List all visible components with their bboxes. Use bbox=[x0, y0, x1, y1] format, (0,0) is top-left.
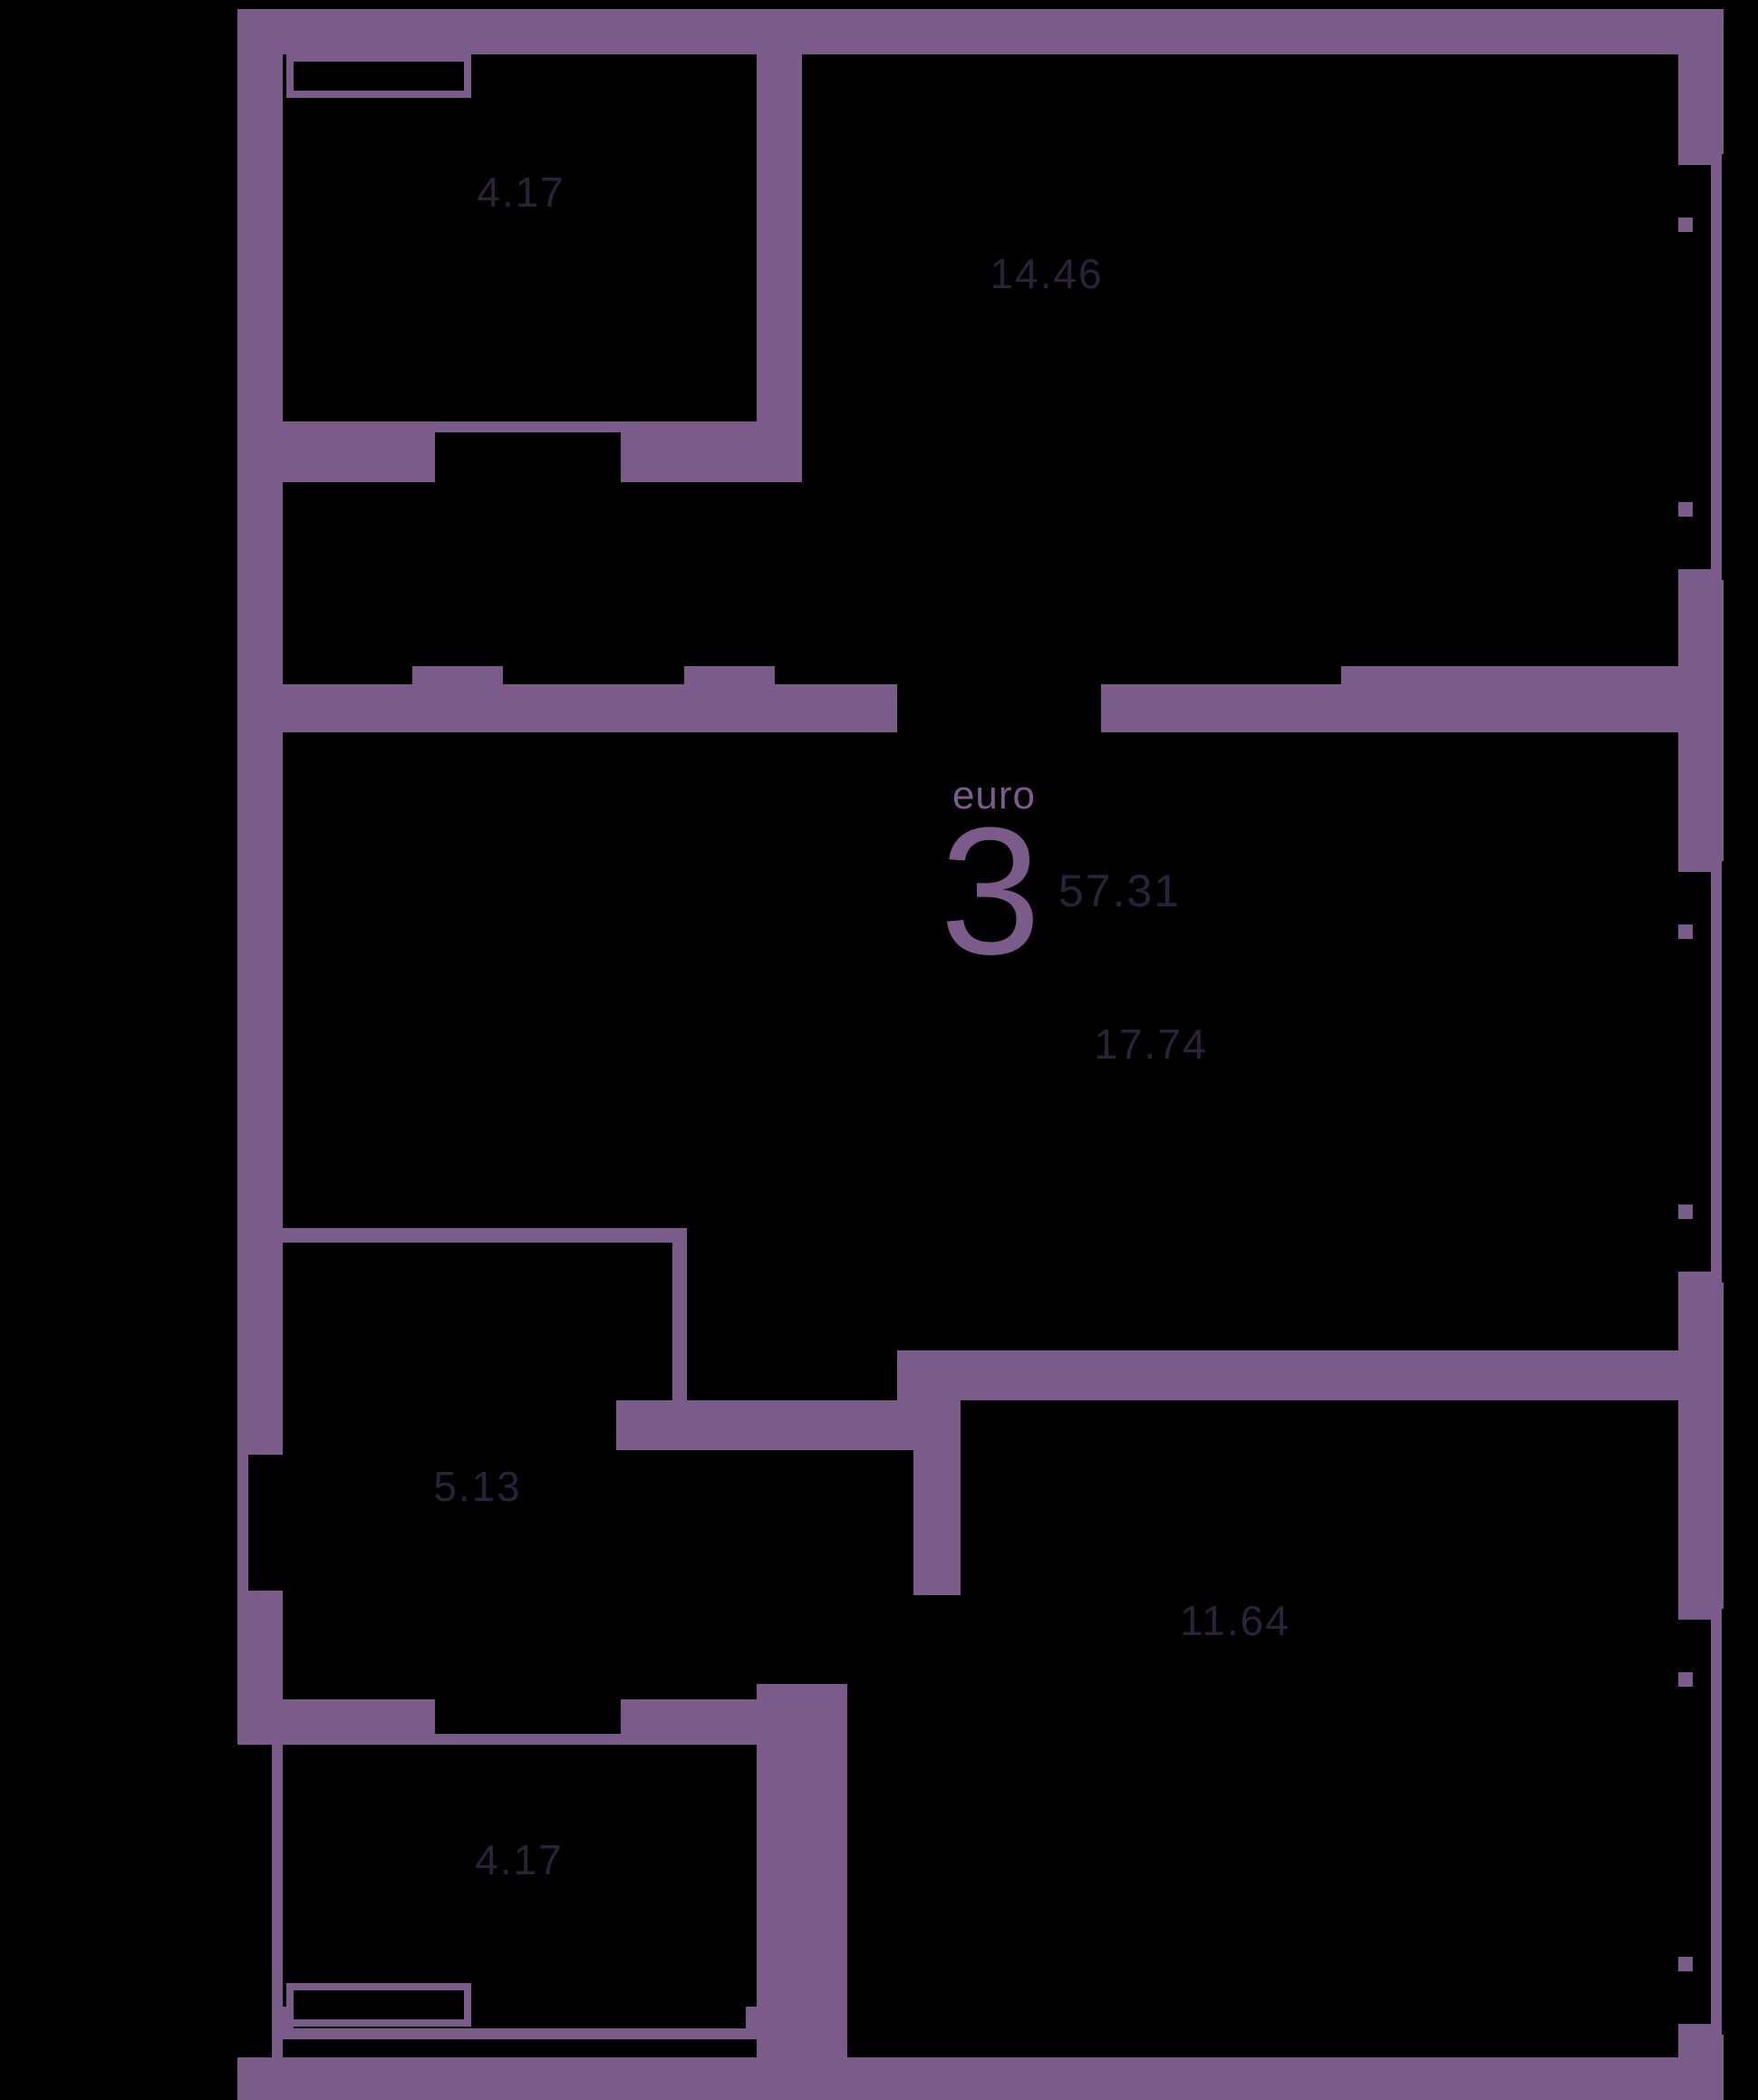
window-cap-icon bbox=[1678, 569, 1711, 580]
wall-outer-bottom bbox=[237, 2057, 1724, 2100]
wall-outer-right-4 bbox=[1678, 2035, 1724, 2100]
window-right-middle bbox=[1678, 861, 1722, 1282]
wall-outer-left-upper bbox=[237, 9, 283, 1455]
wall-mid-tab-1 bbox=[412, 666, 503, 684]
partition-vertical bbox=[672, 1228, 687, 1400]
wall-balcony-bottom-top-right bbox=[621, 1699, 757, 1745]
partition-horizontal bbox=[283, 1228, 687, 1243]
window-cap-icon bbox=[1678, 1272, 1711, 1282]
wall-hallway-step bbox=[616, 1400, 961, 1450]
window-cap-icon bbox=[1678, 1609, 1711, 1620]
balcony-bottom-window-frame-icon bbox=[286, 1983, 471, 2027]
window-frame-mark-icon bbox=[1678, 924, 1693, 939]
wall-outer-top bbox=[237, 9, 1724, 54]
unit-label: euro 3 57.31 bbox=[940, 773, 1181, 992]
window-frame-mark-icon bbox=[1678, 1672, 1693, 1687]
wall-balcony-top-right bbox=[757, 54, 802, 421]
window-right-bottom bbox=[1678, 1609, 1722, 2035]
wall-mid-tab-2 bbox=[684, 666, 775, 684]
window-line-icon bbox=[1711, 861, 1722, 1282]
window-line-icon bbox=[1711, 1609, 1722, 2035]
balcony-bottom-door-threshold bbox=[435, 1734, 621, 1745]
balcony-bottom-walls bbox=[237, 1699, 757, 2057]
window-cap-icon bbox=[1678, 861, 1711, 872]
wall-outer-right-1 bbox=[1678, 9, 1724, 154]
window-line-icon bbox=[1711, 154, 1722, 580]
wall-bedroom-left-pier bbox=[757, 1684, 847, 2057]
balcony-top-door-threshold bbox=[435, 421, 621, 432]
unit-rooms-count: 3 bbox=[940, 790, 1040, 992]
wall-balcony-top-bottom-right bbox=[621, 421, 802, 482]
lower-walls bbox=[616, 1350, 1678, 2057]
wall-mid-left bbox=[283, 684, 897, 732]
wall-outer-right-3 bbox=[1678, 1282, 1724, 1609]
room-area-hallway: 5.13 bbox=[433, 1463, 522, 1510]
glazing-tick-icon bbox=[746, 2007, 757, 2028]
window-frame-mark-icon bbox=[1678, 502, 1693, 517]
balcony-bottom-glazing bbox=[283, 2028, 757, 2039]
wall-bedroom-left-upper bbox=[913, 1450, 961, 1595]
unit-layout-type: euro bbox=[952, 773, 1036, 818]
wall-mid-step bbox=[1341, 666, 1678, 684]
wall-outer-right-2 bbox=[1678, 580, 1724, 861]
wall-bedroom-top bbox=[897, 1350, 1678, 1400]
wall-balcony-top-bottom-left bbox=[237, 421, 435, 482]
wall-mid-right bbox=[1101, 684, 1678, 732]
balcony-bottom-left-glazing bbox=[272, 1745, 283, 2057]
window-frame-mark-icon bbox=[1678, 1205, 1693, 1219]
room-area-balcony-bottom: 4.17 bbox=[475, 1836, 564, 1883]
window-frame-mark-icon bbox=[1678, 218, 1693, 232]
window-frame-mark-icon bbox=[1678, 1957, 1693, 1971]
wall-mid-horizontal bbox=[283, 666, 1678, 732]
balcony-top-walls bbox=[237, 54, 802, 482]
balcony-top-window-frame-icon bbox=[286, 54, 471, 98]
unit-total-area: 57.31 bbox=[1058, 866, 1181, 916]
window-cap-icon bbox=[1678, 154, 1711, 165]
outer-walls bbox=[237, 9, 1724, 2100]
hallway-partition bbox=[283, 1228, 687, 1400]
room-area-living-room: 17.74 bbox=[1094, 1021, 1207, 1068]
window-cap-icon bbox=[1678, 2024, 1711, 2035]
room-area-bedroom: 11.64 bbox=[1180, 1597, 1290, 1644]
room-area-balcony-top: 4.17 bbox=[477, 169, 565, 216]
window-right-top bbox=[1678, 154, 1722, 580]
room-area-kitchen-living: 14.46 bbox=[990, 250, 1103, 297]
wall-balcony-bottom-top-left bbox=[237, 1699, 435, 1745]
entry-door-leaf bbox=[237, 1455, 248, 1591]
